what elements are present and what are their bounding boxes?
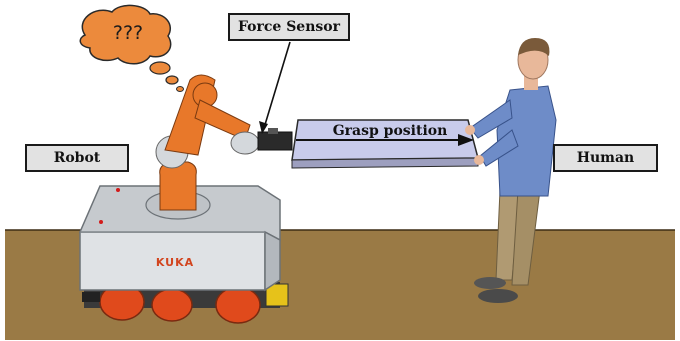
thought-bubble — [79, 4, 184, 92]
robot-arm — [155, 74, 293, 211]
force-sensor-label-box: Force Sensor — [228, 13, 350, 41]
kuka-logo-text: KUKA — [155, 256, 195, 269]
force-sensor-pointer — [263, 41, 291, 129]
robot-base — [78, 185, 289, 324]
force-sensor-label-text: Force Sensor — [238, 19, 340, 35]
human-label-text: Human — [576, 150, 635, 166]
thought-question-marks: ??? — [112, 22, 144, 44]
grasp-arrow-head — [458, 134, 474, 146]
robot-label-box: Robot — [25, 144, 129, 172]
force-sensor-pointer-head — [259, 121, 268, 134]
human-label-box: Human — [553, 144, 658, 172]
human-figure — [465, 38, 557, 303]
grasp-position-label: Grasp position — [332, 123, 448, 139]
robot-label-text: Robot — [53, 150, 101, 166]
